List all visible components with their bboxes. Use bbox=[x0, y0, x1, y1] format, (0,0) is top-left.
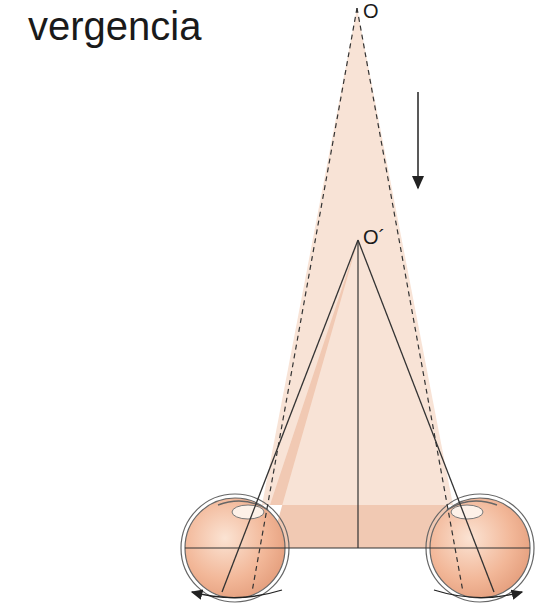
midline bbox=[357, 242, 358, 548]
rotation-arrow bbox=[192, 590, 282, 598]
near-sightline bbox=[358, 240, 494, 592]
point-label: O´ bbox=[363, 226, 385, 248]
near-field bbox=[270, 240, 447, 548]
approach-arrow bbox=[417, 92, 419, 188]
point-label: O bbox=[363, 0, 379, 22]
rotation-arrow bbox=[434, 590, 522, 598]
near-sightline bbox=[222, 240, 358, 592]
far-sightline bbox=[357, 8, 463, 592]
diagram-title: vergencia bbox=[28, 4, 201, 48]
far-sightline bbox=[252, 8, 357, 592]
